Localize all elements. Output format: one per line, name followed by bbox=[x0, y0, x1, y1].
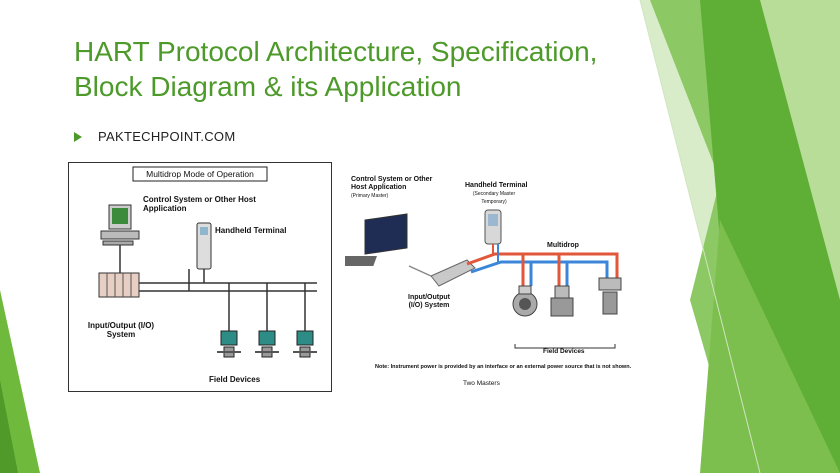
note-text: Note: Instrument power is provided by an… bbox=[375, 364, 632, 370]
io-label-line-1: Input/Output (I/O) bbox=[87, 321, 155, 330]
two-masters-diagram: Control System or Other Host Application… bbox=[345, 168, 631, 390]
caption-text: Two Masters bbox=[463, 380, 500, 387]
two-masters-drawing bbox=[345, 209, 622, 349]
slide-title: HART Protocol Architecture, Specificatio… bbox=[74, 34, 634, 104]
host-label-line-2: Application bbox=[143, 204, 187, 213]
field-device-2 bbox=[255, 330, 279, 358]
multidrop-label: Multidrop bbox=[547, 242, 579, 249]
io-label-line-2: (I/O) System bbox=[408, 302, 450, 309]
field-devices-label: Field Devices bbox=[209, 375, 261, 384]
field-device-valve bbox=[598, 277, 622, 315]
title-line-2: Block Diagram & its Application bbox=[74, 71, 462, 102]
bullet-text: PAKTECHPOINT.COM bbox=[98, 129, 236, 144]
host-label-line-1: Control System or Other bbox=[351, 176, 433, 183]
io-label: Input/Output (I/O) System bbox=[399, 294, 459, 310]
host-label: Control System or Other Host Application… bbox=[351, 176, 432, 200]
bullet-item: PAKTECHPOINT.COM bbox=[74, 129, 235, 144]
triangle-bullet-icon bbox=[74, 131, 82, 142]
io-label-line-2: System bbox=[106, 330, 136, 339]
host-label-line-2: Host Application bbox=[351, 184, 407, 191]
host-label: Control System or Other Host Application bbox=[143, 195, 256, 213]
field-device-1 bbox=[217, 330, 241, 358]
handheld-label-line-3: Temporary) bbox=[481, 199, 507, 205]
multidrop-drawing bbox=[98, 166, 317, 358]
field-device-flowmeter bbox=[512, 285, 538, 317]
io-label: Input/Output (I/O) System bbox=[75, 321, 167, 339]
handheld-label-line-1: Handheld Terminal bbox=[465, 182, 528, 189]
host-label-line-3: (Primary Master) bbox=[351, 193, 389, 199]
handheld-label: Handheld Terminal (Secondary Master Temp… bbox=[465, 182, 528, 206]
field-device-transmitter bbox=[550, 285, 574, 317]
handheld-label-line-2: (Secondary Master bbox=[472, 191, 516, 197]
host-label-line-1: Control System or Other Host bbox=[143, 195, 256, 204]
diagram-heading: Multidrop Mode of Operation bbox=[146, 169, 254, 179]
multidrop-diagram: Multidrop Mode of Operation Control Syst… bbox=[68, 162, 332, 392]
handheld-label: Handheld Terminal bbox=[215, 226, 287, 235]
io-label-line-1: Input/Output bbox=[408, 294, 450, 301]
title-line-1: HART Protocol Architecture, Specificatio… bbox=[74, 36, 598, 67]
field-devices-label: Field Devices bbox=[543, 348, 585, 355]
field-device-3 bbox=[293, 330, 317, 358]
